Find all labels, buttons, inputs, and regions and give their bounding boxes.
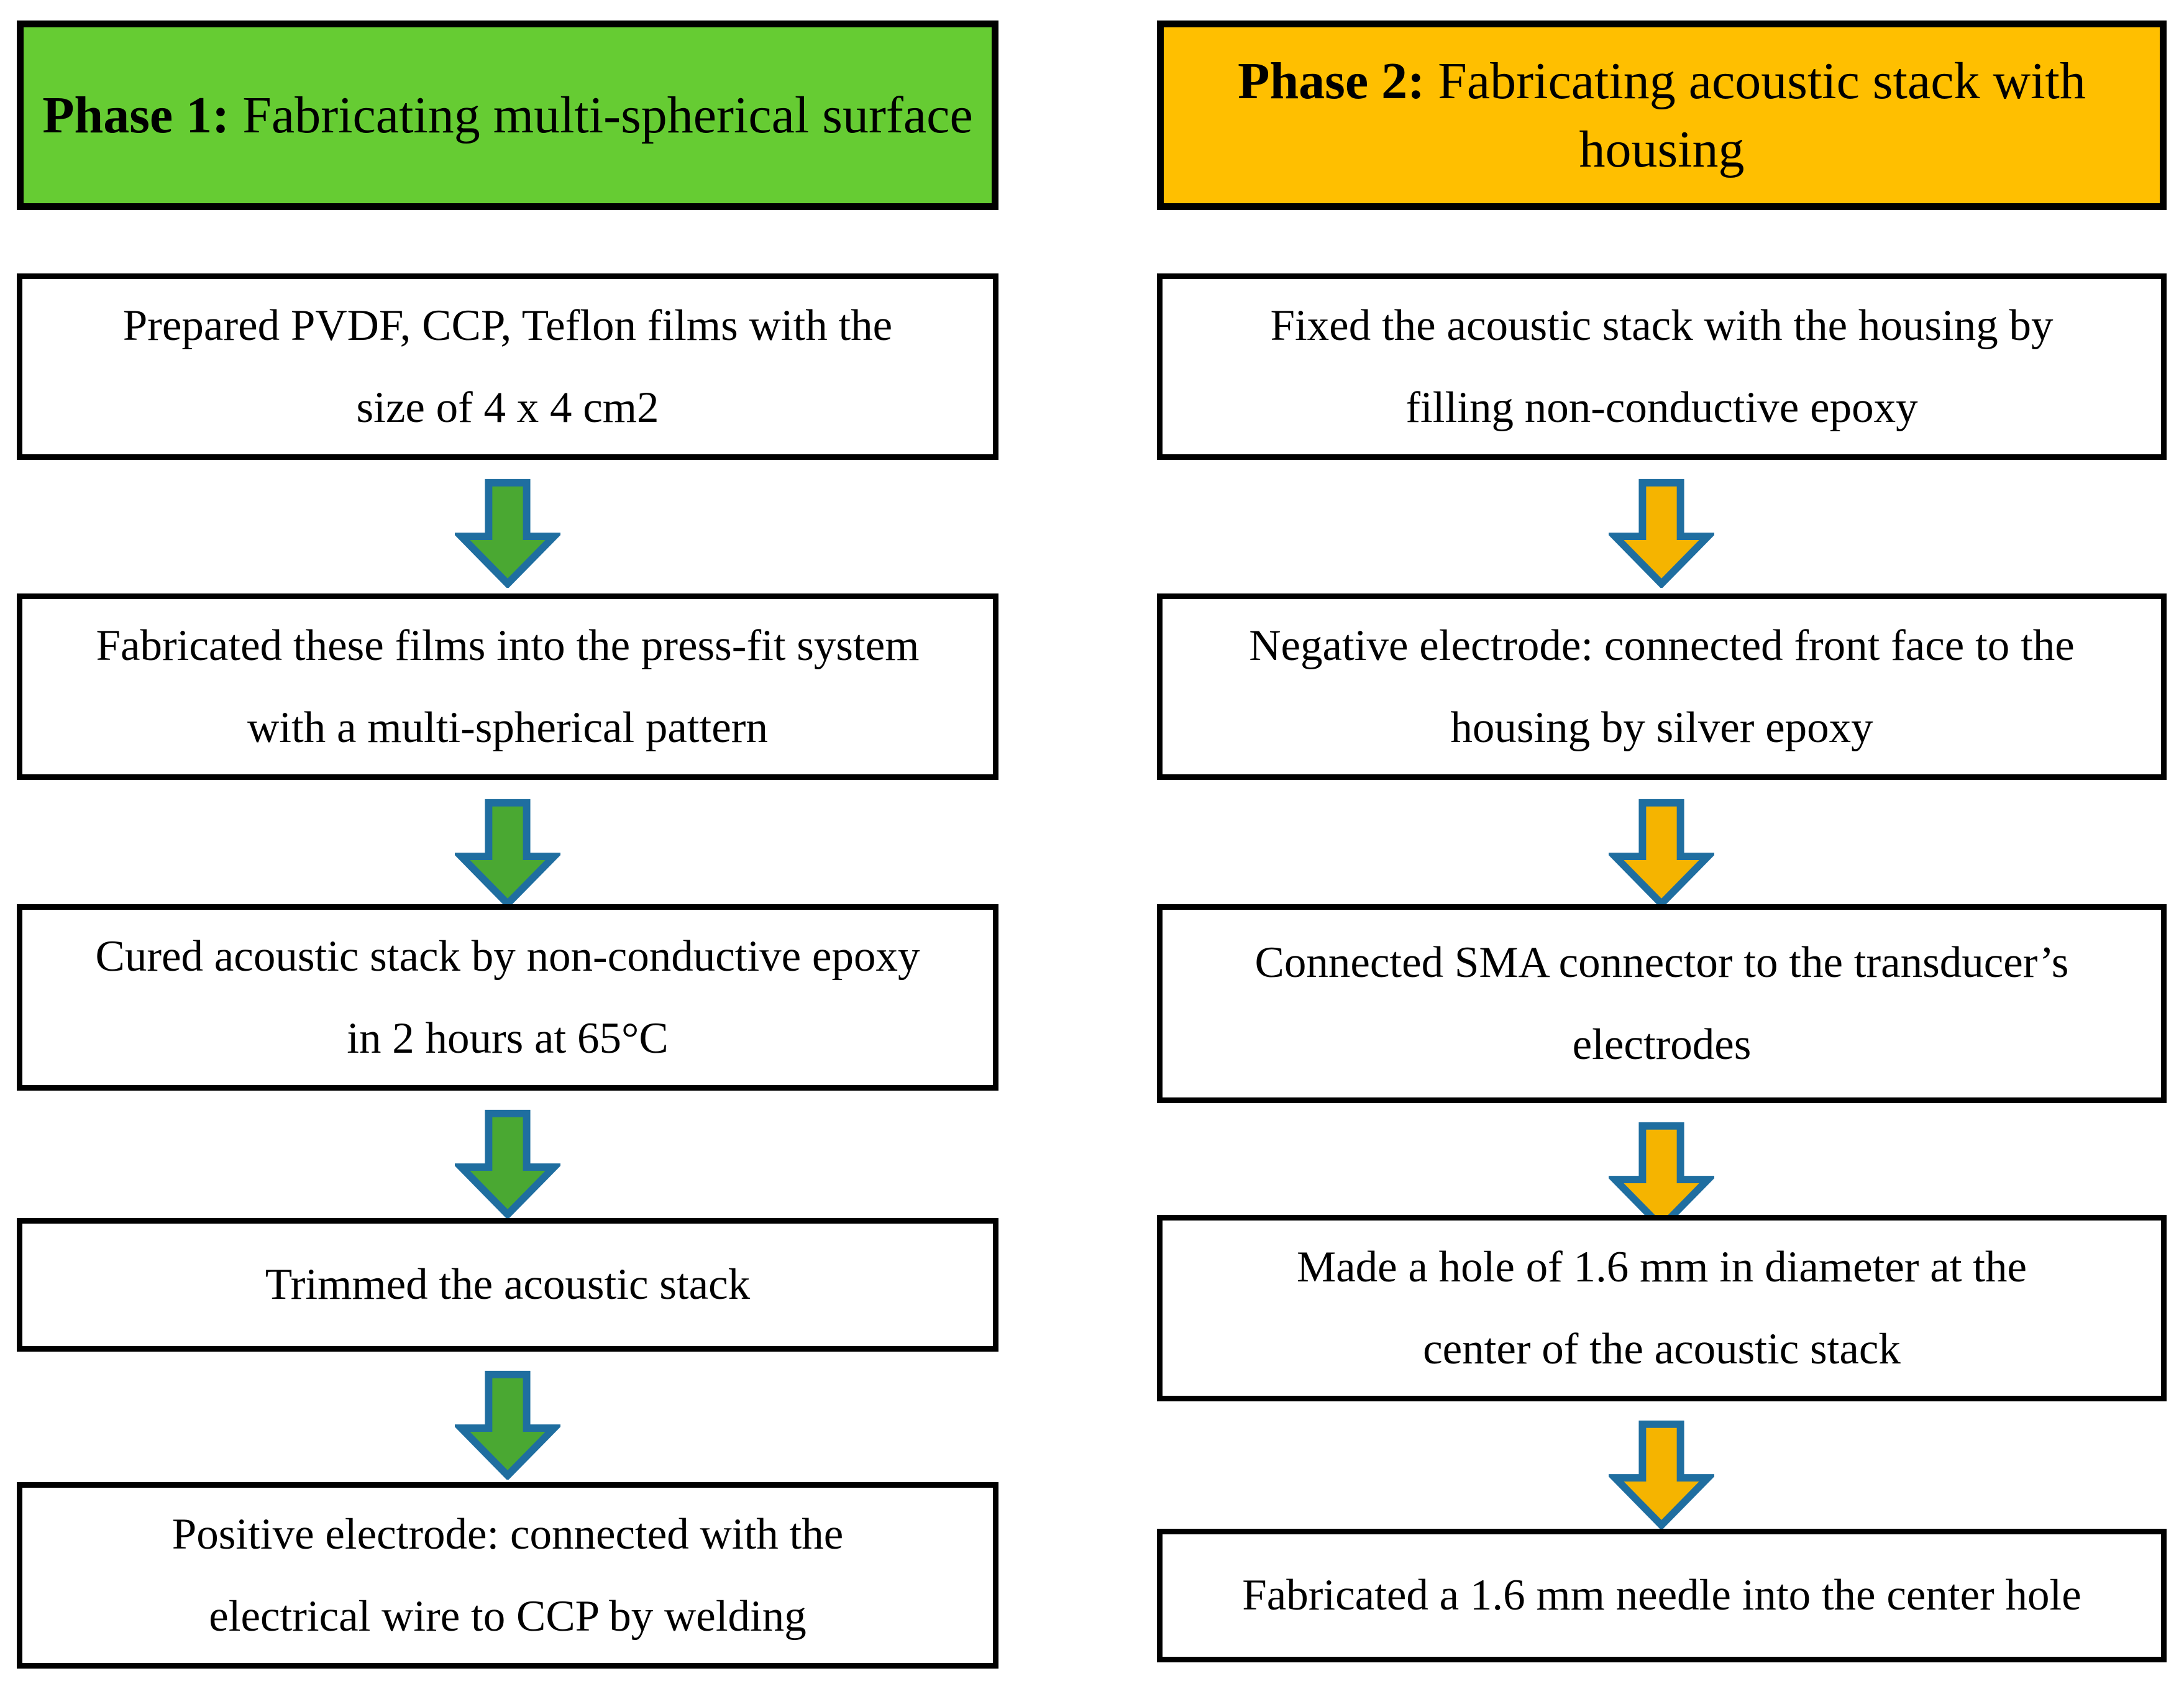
- phase-1-step-1: Prepared PVDF, CCP, Teflon films with th…: [17, 273, 998, 460]
- phase-2-step-5-line-1: Fabricated a 1.6 mm needle into the cent…: [1242, 1571, 2081, 1620]
- phase-1-step-2-line-1: Fabricated these films into the press-fi…: [96, 621, 920, 670]
- phase-1-step-4: Trimmed the acoustic stack: [17, 1218, 998, 1352]
- phase-1-step-5: Positive electrode: connected with the e…: [17, 1482, 998, 1669]
- phase-2-number-label: Phase 2:: [1238, 52, 1425, 111]
- phase-1-step-3-text: Cured acoustic stack by non-conductive e…: [96, 915, 920, 1079]
- phase-1-description: Fabricating multi-spherical surface: [229, 86, 973, 144]
- phase-2-description: Fabricating acoustic stack with housing: [1425, 52, 2086, 178]
- phase-1-step-2: Fabricated these films into the press-fi…: [17, 593, 998, 780]
- phase-1-step-2-line-2: with a multi-spherical pattern: [247, 703, 768, 752]
- phase-2-step-1: Fixed the acoustic stack with the housin…: [1157, 273, 2167, 460]
- phase-1-column: Phase 1: Fabricating multi-spherical sur…: [17, 0, 998, 1681]
- phase-1-step-2-text: Fabricated these films into the press-fi…: [96, 605, 919, 769]
- phase-2-step-4-text: Made a hole of 1.6 mm in diameter at the…: [1297, 1226, 2027, 1390]
- phase-2-step-4: Made a hole of 1.6 mm in diameter at the…: [1157, 1215, 2167, 1401]
- phase-1-step-4-line-1: Trimmed the acoustic stack: [265, 1260, 751, 1309]
- phase-2-arrow-4: [1609, 1420, 1714, 1529]
- phase-2-step-2-text: Negative electrode: connected front face…: [1249, 605, 2075, 769]
- phase-1-step-1-line-2: size of 4 x 4 cm2: [356, 383, 659, 432]
- phase-2-arrow-2: [1609, 799, 1714, 908]
- phase-2-column: Phase 2: Fabricating acoustic stack with…: [1157, 0, 2167, 1681]
- phase-2-header: Phase 2: Fabricating acoustic stack with…: [1157, 21, 2167, 210]
- phase-2-header-text: Phase 2: Fabricating acoustic stack with…: [1180, 47, 2144, 183]
- phase-1-arrow-2: [455, 799, 560, 908]
- phase-1-step-3-line-2: in 2 hours at 65°C: [347, 1014, 669, 1063]
- phase-1-step-1-text: Prepared PVDF, CCP, Teflon films with th…: [123, 285, 892, 449]
- phase-1-arrow-3: [455, 1109, 560, 1219]
- phase-2-step-3-line-2: electrodes: [1572, 1020, 1752, 1069]
- phase-1-step-4-text: Trimmed the acoustic stack: [265, 1256, 750, 1313]
- phase-1-arrow-4: [455, 1370, 560, 1480]
- phase-2-step-5: Fabricated a 1.6 mm needle into the cent…: [1157, 1529, 2167, 1662]
- phase-1-header: Phase 1: Fabricating multi-spherical sur…: [17, 21, 998, 210]
- phase-1-arrow-1: [455, 479, 560, 588]
- phase-2-step-2-line-2: housing by silver epoxy: [1450, 703, 1873, 752]
- phase-2-step-4-line-2: center of the acoustic stack: [1423, 1325, 1901, 1373]
- phase-2-step-3: Connected SMA connector to the transduce…: [1157, 904, 2167, 1103]
- phase-1-step-3-line-1: Cured acoustic stack by non-conductive e…: [95, 932, 920, 981]
- phase-1-header-text: Phase 1: Fabricating multi-spherical sur…: [42, 81, 973, 149]
- phase-1-step-5-line-2: electrical wire to CCP by welding: [209, 1592, 806, 1641]
- phase-1-step-3: Cured acoustic stack by non-conductive e…: [17, 904, 998, 1091]
- phase-2-step-2-line-1: Negative electrode: connected front face…: [1249, 621, 2075, 670]
- phase-1-number-label: Phase 1:: [42, 86, 230, 144]
- phase-2-step-3-line-1: Connected SMA connector to the transduce…: [1254, 938, 2069, 987]
- phase-2-arrow-3: [1609, 1122, 1714, 1231]
- phase-2-step-4-line-1: Made a hole of 1.6 mm in diameter at the: [1296, 1242, 2027, 1291]
- phase-2-step-1-line-2: filling non-conductive epoxy: [1405, 383, 1918, 432]
- phase-2-step-1-text: Fixed the acoustic stack with the housin…: [1270, 285, 2053, 449]
- phase-1-step-5-text: Positive electrode: connected with the e…: [172, 1493, 843, 1657]
- phase-2-step-2: Negative electrode: connected front face…: [1157, 593, 2167, 780]
- phase-2-step-1-line-1: Fixed the acoustic stack with the housin…: [1270, 301, 2054, 350]
- phase-2-step-3-text: Connected SMA connector to the transduce…: [1255, 922, 2069, 1086]
- phase-1-step-5-line-1: Positive electrode: connected with the: [171, 1509, 844, 1559]
- phase-2-arrow-1: [1609, 479, 1714, 588]
- phase-2-step-5-text: Fabricated a 1.6 mm needle into the cent…: [1242, 1567, 2081, 1624]
- phase-1-step-1-line-1: Prepared PVDF, CCP, Teflon films with th…: [122, 301, 893, 350]
